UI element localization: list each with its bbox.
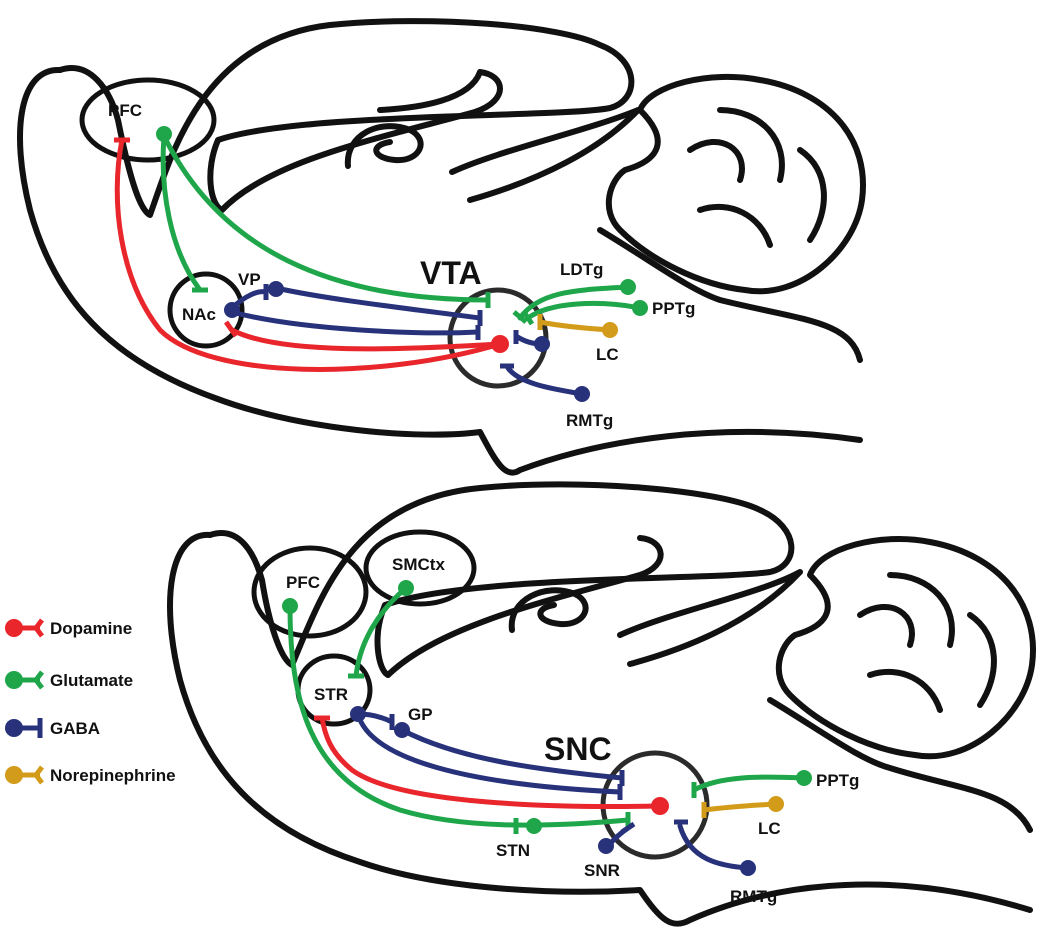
top-corpus-callosum [219, 69, 503, 213]
bottom-gaba-snr-terminal [620, 821, 636, 835]
top-nac-label: NAc [182, 305, 216, 324]
top-nac-region [167, 271, 245, 349]
top-cerebellum-outline [605, 73, 866, 295]
bottom-corpus-callosum [385, 535, 664, 678]
bottom-brain-outline [167, 481, 1036, 927]
legend-item-norepinephrine: Norepinephrine [5, 765, 176, 785]
top-gaba-vp-vta [273, 285, 483, 321]
top-da-vta-pfc [114, 137, 503, 372]
bottom-cortex-outline [207, 481, 795, 678]
top-pfc-soma [156, 126, 172, 142]
legend-item-dopamine: Dopamine [5, 618, 132, 638]
top-pfc-region [79, 77, 217, 163]
bottom-lc-label: LC [758, 819, 781, 838]
top-pptg-label: PPTg [652, 299, 695, 318]
bottom-stn-soma [526, 818, 542, 834]
bottom-gp-soma [394, 722, 410, 738]
top-glu-pfc-vta [161, 133, 491, 303]
bottom-snr-label: SNR [584, 861, 620, 880]
top-pathways [114, 133, 643, 397]
bottom-snc-label: SNC [544, 731, 612, 767]
top-vp-label: VP [238, 270, 261, 289]
legend: Dopamine Glutamate GABA Norepinephrine [5, 618, 176, 785]
top-glu-ldtg-vta [517, 284, 631, 321]
bottom-rmtg-label: RMTg [730, 887, 777, 906]
bottom-hippocampus-curl [508, 587, 589, 633]
legend-item-gaba: GABA [5, 718, 100, 738]
bottom-smctx-label: SMCtx [392, 555, 445, 574]
bottom-terminals [282, 580, 812, 876]
bottom-stn-label: STN [496, 841, 530, 860]
bottom-smctx-soma [398, 580, 414, 596]
bottom-thalamus-outline [617, 569, 803, 667]
bottom-str-soma [350, 706, 366, 722]
top-ne-lc-vta [537, 319, 613, 333]
top-brainstem-outline [597, 227, 863, 363]
top-local-gaba-soma [534, 336, 550, 352]
top-olfactory-outline [17, 66, 863, 476]
top-pptg-soma [632, 300, 648, 316]
top-vta-da-soma [491, 335, 509, 353]
bottom-glu-pfc-snc [287, 603, 631, 828]
top-glu-pptg-vta [525, 300, 643, 321]
bottom-pfc-label: PFC [286, 573, 320, 592]
legend-glutamate-fork-icon [32, 670, 44, 690]
top-labels: PFC NAc VP VTA LDTg PPTg LC RMTg [108, 101, 695, 430]
top-vta-label: VTA [420, 255, 482, 291]
top-terminals [114, 126, 648, 402]
legend-norepinephrine-fork-icon [32, 765, 44, 785]
bottom-snr-soma [598, 838, 614, 854]
bottom-gp-label: GP [408, 705, 433, 724]
top-glu-pptg-terminal [521, 310, 535, 326]
top-cortex-outline [57, 18, 635, 218]
bottom-ne-lc-snc [701, 801, 779, 813]
top-da-vta-nac [229, 327, 503, 352]
bottom-gaba-rmtg-snc [677, 823, 751, 871]
bottom-pptg-soma [796, 770, 812, 786]
bottom-pptg-label: PPTg [816, 771, 859, 790]
bottom-smctx-region [363, 529, 477, 607]
top-ldtg-soma [620, 279, 636, 295]
bottom-labels: PFC SMCtx STR GP SNC STN SNR PPTg LC RMT… [286, 555, 859, 906]
top-glu-pfc-nac [160, 133, 203, 293]
legend-dopamine-label: Dopamine [50, 619, 132, 638]
top-cerebellum-folia [687, 107, 827, 248]
legend-gaba-label: GABA [50, 719, 100, 738]
bottom-brainstem-outline [767, 697, 1033, 833]
bottom-da-snc-str [319, 715, 661, 809]
bottom-str-label: STR [314, 685, 348, 704]
top-vp-soma [268, 281, 284, 297]
top-ldtg-label: LDTg [560, 260, 603, 279]
legend-norepinephrine-label: Norepinephrine [50, 766, 176, 785]
top-glu-ldtg-terminal [512, 310, 528, 324]
top-brain-outline [17, 18, 866, 476]
top-hippocampus-curl [344, 123, 424, 169]
top-da-nac-terminal [223, 320, 239, 338]
legend-dopamine-fork-icon [32, 618, 44, 638]
bottom-glu-pptg-snc [691, 774, 807, 793]
legend-glutamate-label: Glutamate [50, 671, 133, 690]
bottom-pfc-region [251, 545, 369, 639]
bottom-cerebellum-outline [775, 536, 1036, 760]
bottom-rmtg-soma [740, 860, 756, 876]
top-lc-soma [602, 322, 618, 338]
bottom-lc-soma [768, 796, 784, 812]
legend-item-glutamate: Glutamate [5, 670, 133, 690]
top-rmtg-label: RMTg [566, 411, 613, 430]
top-gaba-nac-vta [229, 309, 481, 336]
bottom-cerebellum-folia [857, 572, 997, 713]
bottom-snc-da-soma [651, 797, 669, 815]
top-lc-label: LC [596, 345, 619, 364]
top-rmtg-soma [574, 386, 590, 402]
bottom-gaba-str-snc [355, 711, 623, 795]
bottom-gaba-gp-snc [399, 727, 625, 781]
bottom-pathways [287, 585, 807, 871]
bottom-glu-smctx-str [353, 585, 409, 679]
top-nac-soma [224, 302, 240, 318]
bottom-olfactory-outline [167, 531, 1033, 927]
bottom-pfc-soma [282, 598, 298, 614]
top-pfc-label: PFC [108, 101, 142, 120]
